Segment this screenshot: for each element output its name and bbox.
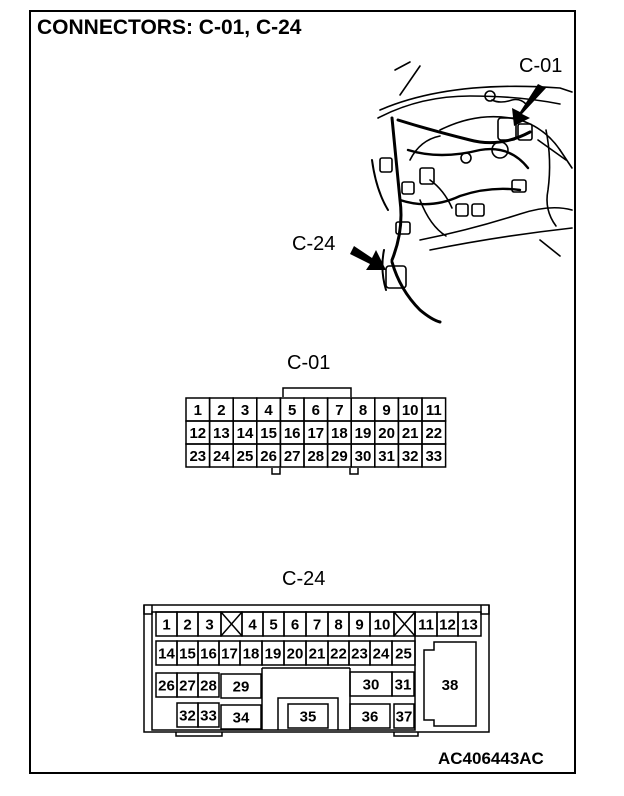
pin-number-27: 27 [179,678,196,695]
c01-photo-label: C-01 [519,55,563,77]
pin-number-8: 8 [334,617,342,634]
pin-number-3: 3 [241,402,249,419]
pin-number-14: 14 [237,425,254,442]
pin-cell-13 [457,611,482,637]
pin-cell-34 [220,704,262,730]
pin-number-10: 10 [374,617,391,634]
pin-number-18: 18 [331,425,348,442]
diagram-frame [29,10,576,774]
c01-arrow-icon [512,84,546,126]
pin-cell-28 [197,672,220,698]
pin-number-20: 20 [287,646,304,663]
pin-number-28: 28 [200,678,217,695]
pin-number-23: 23 [189,448,206,465]
pin-number-20: 20 [378,425,395,442]
pin-number-4: 4 [264,402,273,419]
pin-cell-10 [369,611,395,637]
pin-number-22: 22 [330,646,347,663]
pin-number-3: 3 [205,617,213,634]
center-cavity [277,697,339,730]
pin-number-7: 7 [313,617,321,634]
pin-number-9: 9 [382,402,390,419]
pin-number-33: 33 [200,708,217,725]
pin-number-15: 15 [260,425,277,442]
pin-number-29: 29 [331,448,348,465]
pin-number-36: 36 [362,709,379,726]
pin-number-24: 24 [213,448,230,465]
pin-number-5: 5 [288,402,296,419]
pin-number-24: 24 [373,646,390,663]
lower-cavity-outline [261,667,351,730]
pin-number-16: 16 [200,646,217,663]
pin-number-15: 15 [179,646,196,663]
diagram-title: CONNECTORS: C-01, C-24 [37,16,302,39]
pin-number-9: 9 [355,617,363,634]
pin-number-4: 4 [248,617,257,634]
c01-label: C-01 [287,352,331,374]
pin-number-1: 1 [162,617,170,634]
pin-number-12: 12 [189,425,206,442]
pin-number-2: 2 [217,402,225,419]
pin-number-33: 33 [425,448,442,465]
pin-cell-35 [287,703,329,729]
pin-number-35: 35 [300,709,317,726]
pin-number-11: 11 [418,617,434,634]
pin-number-22: 22 [425,425,442,442]
pin-number-34: 34 [233,710,250,727]
pin-number-26: 26 [260,448,277,465]
pin-cell-25 [391,640,416,666]
figure-code: AC406443AC [438,749,544,768]
pin-number-26: 26 [158,678,175,695]
pin-number-32: 32 [402,448,419,465]
pin-number-27: 27 [284,448,301,465]
c24-arrow-icon [350,246,386,270]
pin-number-30: 30 [355,448,372,465]
pin-number-31: 31 [395,677,412,694]
pin-number-23: 23 [351,646,368,663]
pin-number-28: 28 [307,448,324,465]
pin-number-37: 37 [396,709,413,726]
pin-number-13: 13 [213,425,230,442]
pin-number-5: 5 [269,617,277,634]
pin-number-30: 30 [363,677,380,694]
pin-number-6: 6 [291,617,299,634]
pin-cell-3 [197,611,222,637]
pin-number-11: 11 [426,402,442,419]
pin-number-29: 29 [233,679,250,696]
pin-number-31: 31 [378,448,395,465]
pin-number-19: 19 [265,646,282,663]
pin-cell-37 [393,703,415,729]
pin-number-25: 25 [395,646,412,663]
pin-number-21: 21 [402,425,419,442]
pin-number-19: 19 [355,425,372,442]
pin-number-12: 12 [439,617,456,634]
pin-number-2: 2 [183,617,191,634]
pin-number-10: 10 [402,402,419,419]
pin-number-17: 17 [307,425,324,442]
pin-number-18: 18 [243,646,260,663]
pin-number-13: 13 [461,617,478,634]
pin-number-8: 8 [359,402,367,419]
pin-number-16: 16 [284,425,301,442]
pin-cell-31 [391,671,415,697]
pin-number-1: 1 [194,402,202,419]
pin-number-7: 7 [335,402,343,419]
pin-number-32: 32 [179,708,196,725]
pin-number-21: 21 [309,646,326,663]
pin-cell-29 [220,673,262,699]
pin-number-17: 17 [221,646,238,663]
c24-label: C-24 [282,568,326,590]
pin-number-38: 38 [442,677,459,694]
pin-cell-33 [197,702,220,728]
pin-cell-33 [421,443,447,468]
c24-photo-label: C-24 [292,233,336,255]
pin-number-14: 14 [158,646,175,663]
pin-number-6: 6 [312,402,320,419]
pin-number-25: 25 [237,448,254,465]
